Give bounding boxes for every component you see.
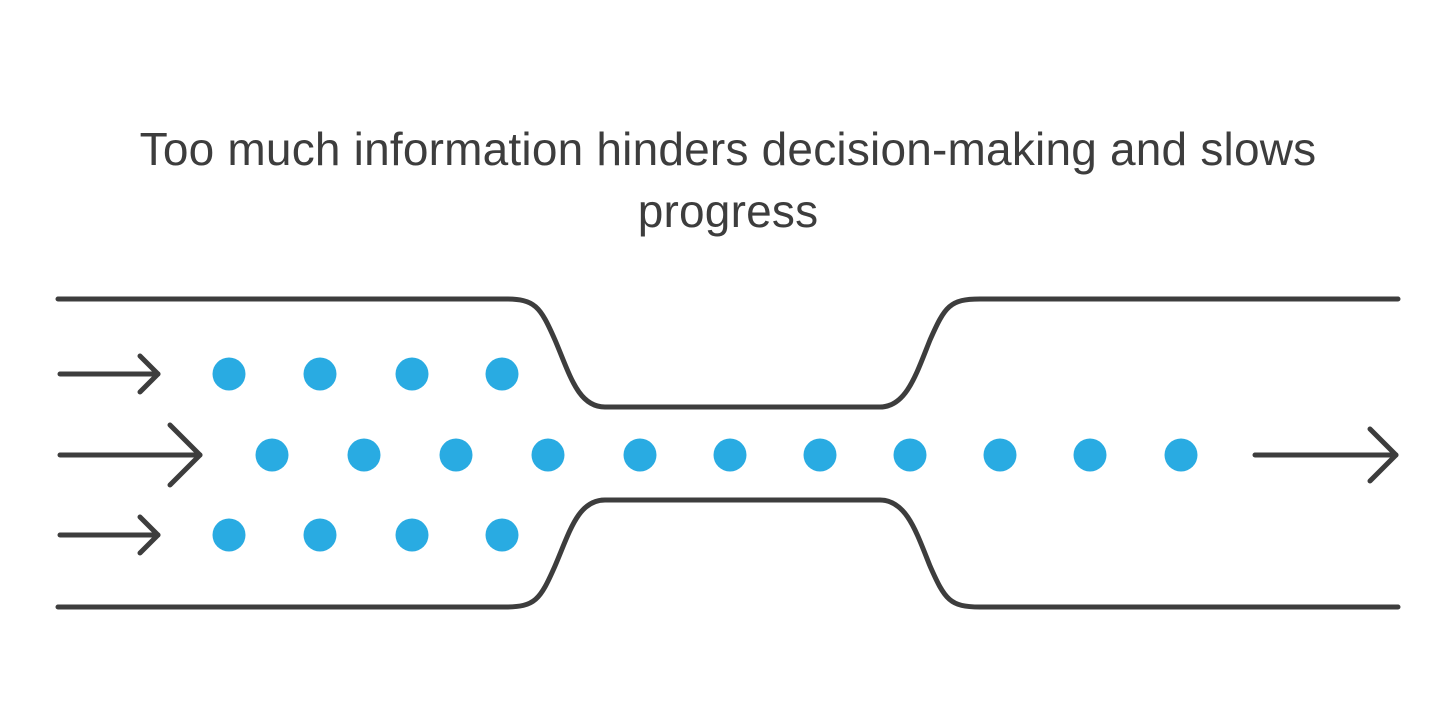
inlet-arrow-bottom-head [137,514,161,556]
inlet-arrow-top-head [137,353,161,395]
dot-row-top [212,357,519,391]
inlet-arrow-top [57,353,161,395]
information-dot [439,438,473,472]
information-dot [303,357,337,391]
information-dot [1164,438,1198,472]
information-dot [1073,438,1107,472]
dot-row-middle [255,438,1198,472]
information-dot [623,438,657,472]
information-dot [347,438,381,472]
information-dot [893,438,927,472]
outlet-arrow [1252,426,1399,484]
pipe-wall-top [55,296,1401,410]
information-dot [212,518,246,552]
flow-arrows [57,353,1399,556]
information-dot [395,357,429,391]
information-dot [303,518,337,552]
information-dot [485,357,519,391]
information-dot [803,438,837,472]
information-dot [255,438,289,472]
pipe-wall-bottom [55,497,1401,610]
inlet-arrow-middle [57,422,203,488]
information-dots [212,357,1198,552]
information-dot [485,518,519,552]
information-dot [713,438,747,472]
outlet-arrow-head [1367,426,1399,484]
inlet-arrow-middle-head [167,422,203,488]
information-dot [395,518,429,552]
inlet-arrow-bottom [57,514,161,556]
dot-row-bottom [212,518,519,552]
information-dot [212,357,246,391]
page-title: Too much information hinders decision-ma… [139,123,1317,237]
information-dot [531,438,565,472]
pipe-walls [55,296,1401,610]
information-dot [983,438,1017,472]
